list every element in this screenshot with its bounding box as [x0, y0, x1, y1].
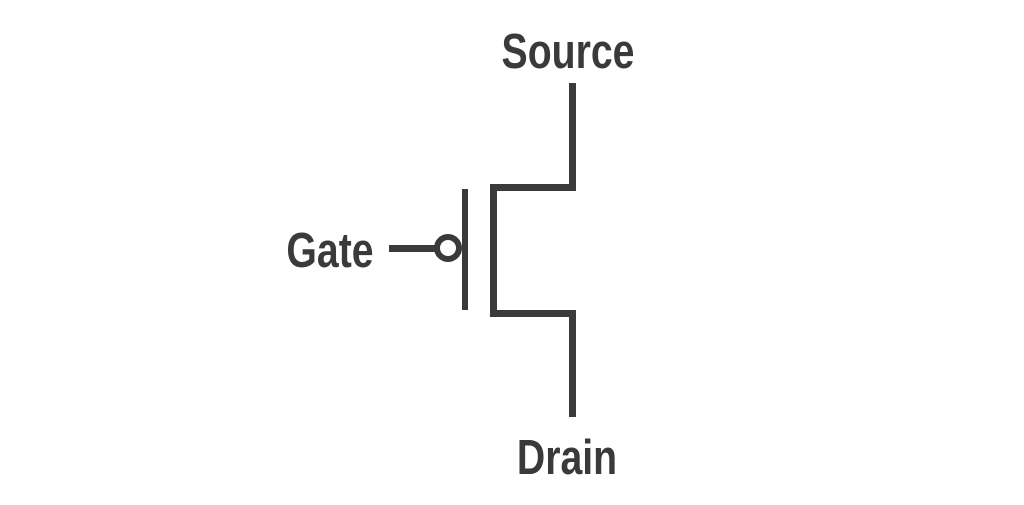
gate-lead-wire — [389, 245, 436, 252]
source-horizontal-wire — [490, 184, 576, 191]
channel-line — [490, 184, 497, 317]
drain-vertical-wire — [569, 310, 576, 417]
source-vertical-wire — [569, 83, 576, 191]
gate-inversion-bubble-icon — [434, 234, 462, 262]
gate-plate-line — [462, 189, 468, 310]
gate-terminal-label: Gate — [286, 224, 374, 278]
drain-horizontal-wire — [490, 310, 576, 317]
drain-terminal-label: Drain — [516, 431, 618, 485]
source-terminal-label: Source — [501, 25, 635, 79]
